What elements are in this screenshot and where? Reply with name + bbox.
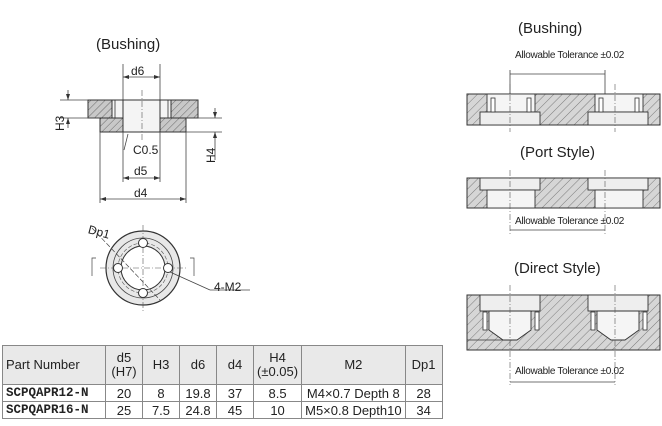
table-row: SCPQAPR16-N 25 7.5 24.8 45 10 M5×0.8 Dep… <box>2 401 443 419</box>
cell-dp1: 34 <box>404 401 443 419</box>
dim-d4-label: d4 <box>134 186 148 200</box>
direct-style-title: (Direct Style) <box>514 260 601 277</box>
col-h4: H4(±0.05) <box>252 345 303 385</box>
cell-d5: 20 <box>105 384 143 402</box>
cell-h3: 7.5 <box>142 401 180 419</box>
col-d6: d6 <box>179 345 217 385</box>
table-row: SCPQAPR12-N 20 8 19.8 37 8.5 M4×0.7 Dept… <box>2 384 443 402</box>
bushing-section-drawing <box>60 64 250 311</box>
col-part-number: Part Number <box>2 345 106 385</box>
cell-d6: 19.8 <box>179 384 217 402</box>
col-m2: M2 <box>301 345 406 385</box>
dim-h4-label: H4 <box>204 147 218 163</box>
cell-dp1: 28 <box>404 384 443 402</box>
cell-d6: 24.8 <box>179 401 217 419</box>
spec-table: Part Number d5(H7) H3 d6 d4 H4(±0.05) M2… <box>2 345 443 419</box>
right-bushing-title: (Bushing) <box>518 20 583 37</box>
dim-h3-label: H3 <box>53 115 67 131</box>
left-bushing-title: (Bushing) <box>96 36 161 53</box>
cell-h3: 8 <box>142 384 180 402</box>
cell-part: SCPQAPR12-N <box>2 384 106 402</box>
cell-m2: M4×0.7 Depth 8 <box>301 384 406 402</box>
dim-d6-label: d6 <box>131 64 145 78</box>
direct-tolerance-label: Allowable Tolerance ±0.02 <box>515 366 624 377</box>
cell-h4: 10 <box>252 401 303 419</box>
table-header-row: Part Number d5(H7) H3 d6 d4 H4(±0.05) M2… <box>2 345 443 385</box>
cell-part: SCPQAPR16-N <box>2 401 106 419</box>
col-dp1: Dp1 <box>404 345 443 385</box>
cell-d4: 37 <box>216 384 254 402</box>
port-style-title: (Port Style) <box>520 144 596 161</box>
dim-c05-label: C0.5 <box>133 143 159 157</box>
cell-h4: 8.5 <box>252 384 303 402</box>
dim-m2-label: 4-M2 <box>214 280 242 294</box>
cell-d5: 25 <box>105 401 143 419</box>
bushing-tolerance-label: Allowable Tolerance ±0.02 <box>515 50 624 61</box>
col-d4: d4 <box>216 345 254 385</box>
install-styles-drawing <box>466 70 661 385</box>
dim-d5-label: d5 <box>134 164 148 178</box>
cell-m2: M5×0.8 Depth10 <box>301 401 406 419</box>
col-d5: d5(H7) <box>105 345 143 385</box>
port-tolerance-label: Allowable Tolerance ±0.02 <box>515 216 624 227</box>
col-h3: H3 <box>142 345 180 385</box>
cell-d4: 45 <box>216 401 254 419</box>
